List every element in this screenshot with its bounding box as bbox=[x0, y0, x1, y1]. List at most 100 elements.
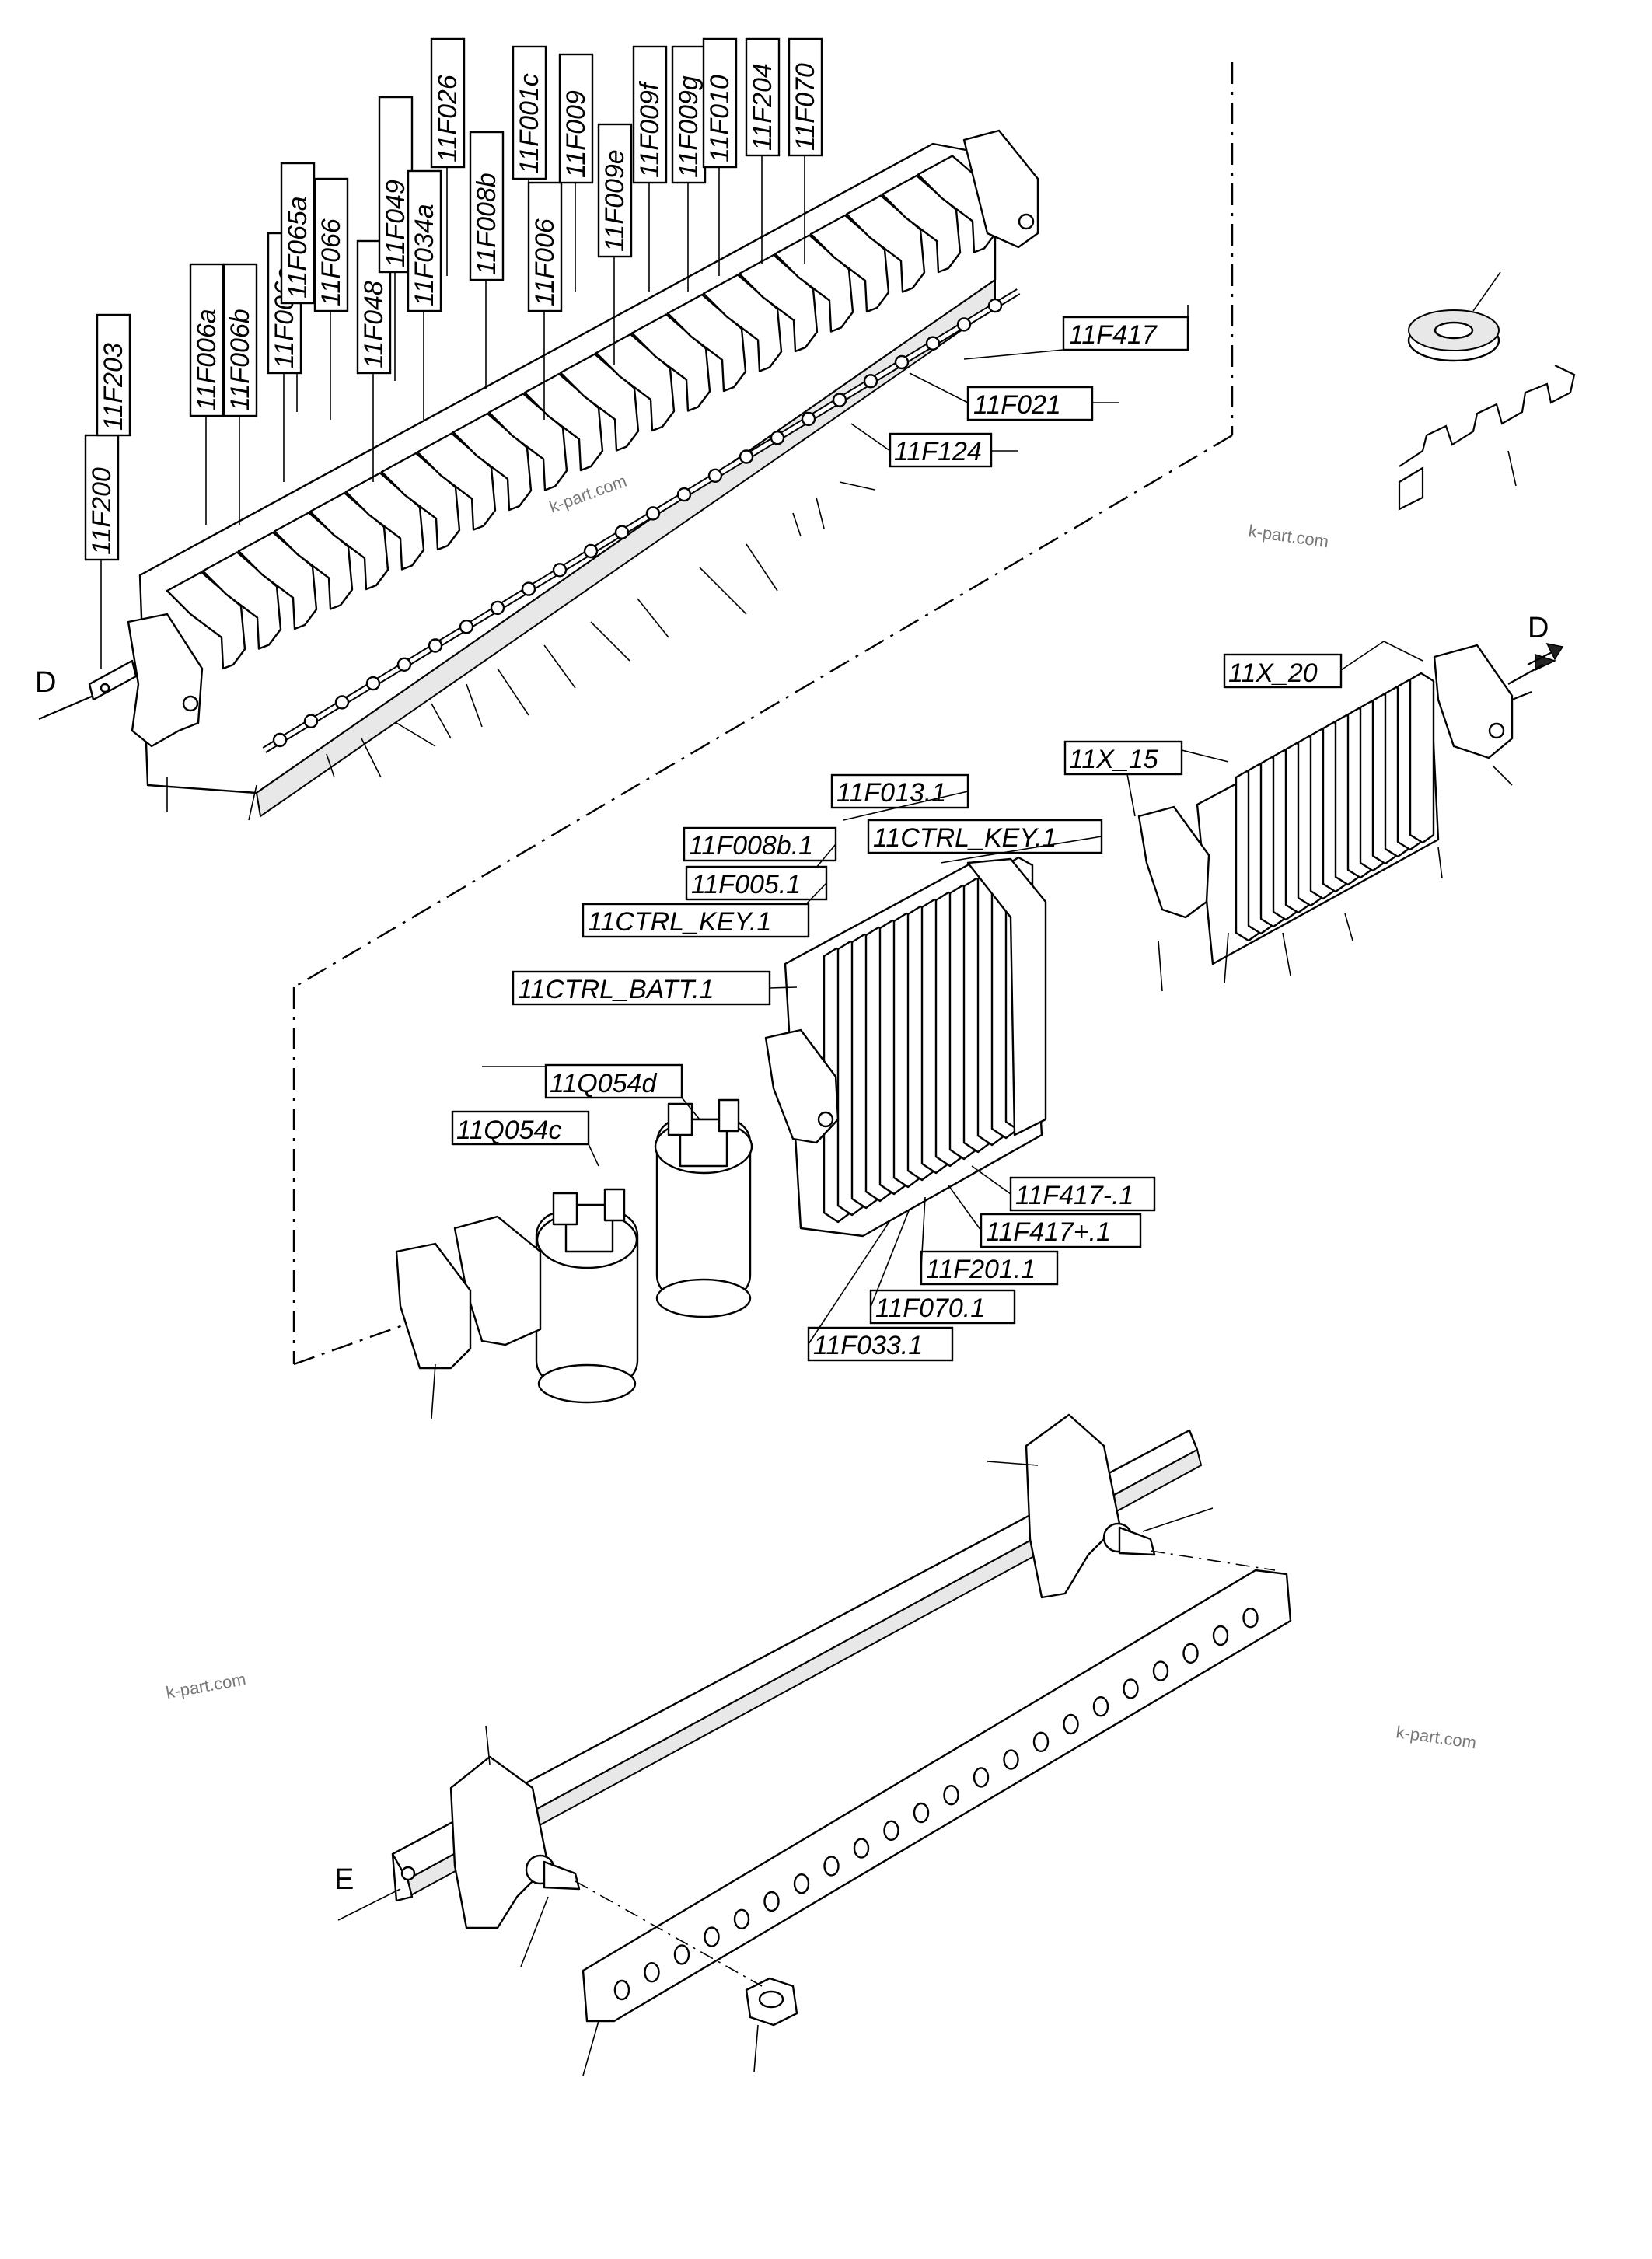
leader-line bbox=[248, 784, 257, 821]
leader-line bbox=[466, 683, 483, 728]
fuse-label: 11F049 bbox=[381, 180, 410, 267]
leader-line bbox=[816, 497, 825, 529]
bus-bar-hole bbox=[673, 1944, 690, 1965]
bus-bar-hole bbox=[613, 1979, 630, 2001]
hinge-bead bbox=[707, 468, 723, 483]
hinge-bead bbox=[614, 525, 630, 539]
view-marker-d-right: D bbox=[1528, 612, 1549, 644]
label-11F124: 11F124 bbox=[894, 437, 982, 466]
fuse-label: 11F009f bbox=[635, 80, 665, 178]
center-module bbox=[764, 856, 1047, 1238]
retaining-clip-strip bbox=[1398, 365, 1576, 511]
terminal-end-clamp-left bbox=[1137, 805, 1210, 919]
clamp-hole-right bbox=[1018, 213, 1035, 230]
bus-bar-hole bbox=[1182, 1643, 1199, 1664]
bus-bar-hole bbox=[1092, 1695, 1109, 1717]
module-label: 11F201.1 bbox=[926, 1255, 1036, 1284]
fuse-label: 11F009 bbox=[561, 90, 591, 178]
leader-line bbox=[326, 753, 335, 778]
terminal-block bbox=[1409, 672, 1435, 844]
fuse-label: 11F034a bbox=[410, 204, 439, 306]
end-clamp-left bbox=[127, 613, 204, 748]
leader-line bbox=[396, 722, 436, 747]
module-label: 11CTRL_BATT.1 bbox=[518, 975, 714, 1004]
bus-bar-hole bbox=[1242, 1607, 1259, 1629]
hinge-bead bbox=[552, 563, 568, 578]
fuse-label: 11F204 bbox=[748, 63, 777, 151]
bus-bar-hole bbox=[853, 1838, 870, 1859]
fuse-label: 11F048 bbox=[359, 281, 389, 368]
fuse-block-assembly bbox=[88, 129, 1039, 818]
fuse-label: 11F203 bbox=[99, 343, 128, 431]
hinge-bead bbox=[365, 676, 381, 691]
view-marker-e: E bbox=[334, 1863, 354, 1896]
bus-bar-hole bbox=[913, 1802, 930, 1824]
bus-bar-hole bbox=[1152, 1660, 1169, 1681]
hinge-bead bbox=[396, 657, 412, 672]
leader-line bbox=[637, 598, 669, 638]
hinge-bead bbox=[832, 393, 847, 407]
hinge-bead bbox=[490, 600, 505, 616]
hinge-bead bbox=[925, 336, 941, 351]
leader-line bbox=[792, 512, 802, 537]
hinge-bead bbox=[770, 431, 785, 445]
hinge-bead bbox=[583, 543, 599, 559]
module-label: 11F005.1 bbox=[691, 870, 801, 899]
label-11Q054d: 11Q054d bbox=[550, 1069, 657, 1098]
fuse-label: 11F066 bbox=[316, 218, 346, 306]
rail-clamp-left bbox=[449, 1755, 550, 1929]
bus-bar-hole bbox=[1032, 1731, 1050, 1753]
relay-end-clamp bbox=[395, 1242, 472, 1370]
fuse-label: 11F001c bbox=[515, 73, 544, 174]
terminal-strip-11X: 11X_20 11X_15 bbox=[1063, 641, 1557, 992]
label-11X_20: 11X_20 bbox=[1228, 658, 1318, 688]
hinge-bead bbox=[459, 620, 474, 634]
label-11Q054c: 11Q054c bbox=[456, 1116, 561, 1145]
module-label: 11CTRL_KEY.1 bbox=[873, 823, 1057, 853]
hinge-bead bbox=[801, 411, 816, 427]
hinge-beads bbox=[272, 298, 1003, 748]
fuse-fins bbox=[166, 155, 997, 670]
hinge-bead bbox=[676, 487, 692, 502]
hinge-bead bbox=[739, 449, 754, 464]
module-label: 11F033.1 bbox=[813, 1331, 923, 1360]
bus-bar-hole bbox=[793, 1873, 810, 1894]
label-11F021: 11F021 bbox=[973, 390, 1061, 420]
view-markers: D D E bbox=[35, 612, 1564, 1896]
hinge-bead bbox=[956, 317, 972, 332]
watermark: k-part.com bbox=[1395, 1722, 1477, 1752]
bus-bar-hole bbox=[943, 1784, 959, 1806]
module-label: 11F070.1 bbox=[875, 1294, 985, 1323]
bus-bar-hole bbox=[704, 1926, 720, 1947]
module-label: 11F417+.1 bbox=[986, 1217, 1111, 1247]
relay-group: 11Q054d 11Q054c bbox=[395, 1063, 753, 1419]
bus-bar-hole bbox=[973, 1767, 990, 1788]
module-label: 11CTRL_KEY.1 bbox=[588, 907, 771, 937]
fuse-label: 11F065a bbox=[283, 196, 313, 299]
fuse-label: 11F006a bbox=[192, 309, 222, 411]
fuse-label: 11F200 bbox=[87, 467, 117, 555]
bus-bar-hole bbox=[1063, 1713, 1079, 1735]
hinge-bead bbox=[272, 732, 288, 748]
module-labels: 11F013.111CTRL_KEY.111F008b.111F005.111C… bbox=[512, 773, 1156, 1362]
fuse-block-side-labels: 11F417 11F021 11F124 bbox=[850, 305, 1189, 468]
leader-line bbox=[590, 621, 630, 662]
fuse-label: 11F008b bbox=[472, 173, 501, 275]
module-label: 11F013.1 bbox=[836, 778, 946, 808]
leader-line bbox=[431, 703, 452, 739]
module-label: 11F417-.1 bbox=[1015, 1181, 1133, 1210]
leader-line bbox=[543, 644, 576, 689]
label-11F417: 11F417 bbox=[1069, 320, 1158, 350]
hinge-bead bbox=[987, 298, 1003, 313]
leader-line bbox=[497, 668, 529, 716]
bus-bar-hole bbox=[1003, 1749, 1019, 1770]
leader-line bbox=[746, 543, 778, 592]
bus-bar-hole bbox=[883, 1820, 899, 1842]
terminal-end-clamp-right bbox=[1433, 644, 1514, 759]
fuse-label: 11F010 bbox=[705, 75, 735, 162]
hinge-bead bbox=[863, 374, 878, 389]
bus-bar-hole bbox=[733, 1908, 750, 1930]
rail-clamp-right bbox=[1025, 1413, 1121, 1599]
